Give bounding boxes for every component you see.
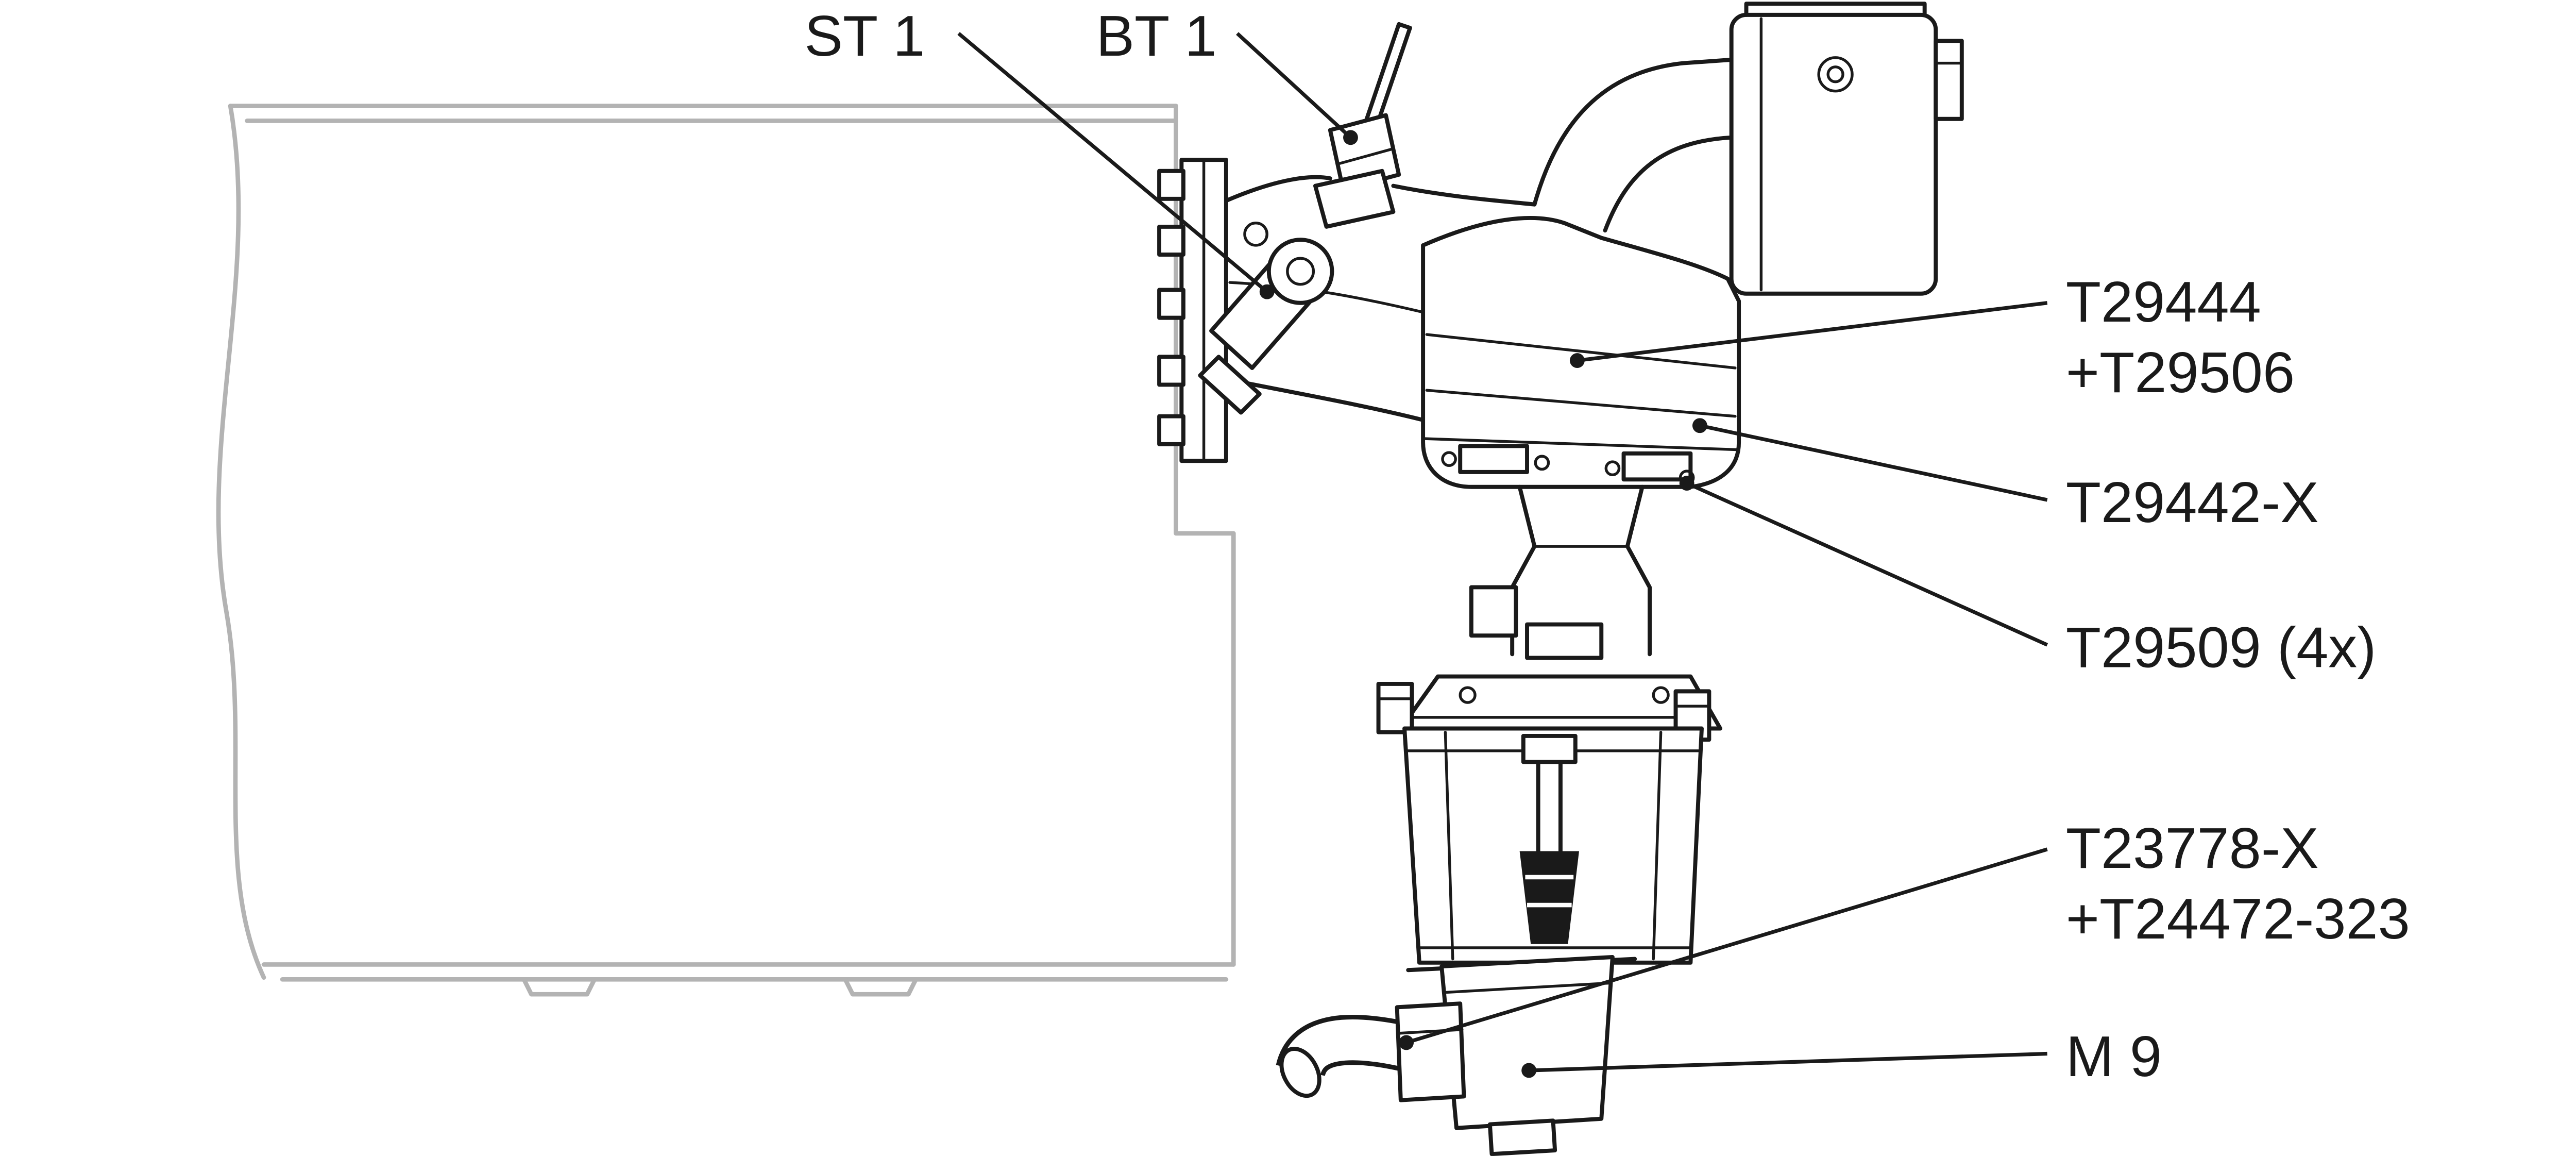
vent-hex-seam	[1338, 147, 1395, 165]
leader-dot-m9	[1521, 1063, 1537, 1078]
pump-head-seam-lower	[1425, 389, 1737, 418]
pump-head	[1421, 216, 1741, 489]
leader-t29509	[1686, 481, 2048, 647]
union-body	[1395, 1001, 1466, 1102]
leader-dot-t29444	[1569, 353, 1585, 368]
callout-bt1-label: BT 1	[1096, 4, 1217, 69]
flange-bolt-head	[1459, 686, 1477, 704]
leader-dot-t29442	[1692, 418, 1707, 433]
screw-t29509	[1604, 460, 1621, 477]
motor-top-seam	[1444, 981, 1611, 994]
sensor-lower-lug	[1198, 355, 1262, 415]
volute-body	[1402, 726, 1704, 965]
motor	[1406, 955, 1637, 1156]
outlet-opening	[1279, 1047, 1321, 1098]
leader-lines	[957, 32, 2048, 1078]
sensor-boss-outer	[1266, 238, 1334, 305]
impeller	[1519, 851, 1579, 944]
inlet-pipe-top-right	[1391, 183, 1537, 207]
flange-lug	[1157, 169, 1185, 201]
flange-bolt-head	[1652, 686, 1670, 704]
vent-base	[1313, 169, 1396, 229]
flange-lug	[1157, 224, 1185, 257]
pipe-elbow-inner	[1603, 135, 1734, 233]
pump-head-seam-upper	[1425, 333, 1737, 370]
motor-bottom-tab	[1487, 1118, 1557, 1156]
leader-dot-t29509	[1679, 476, 1694, 491]
control-box-knob-inner	[1826, 65, 1844, 83]
shaft-cap	[1521, 733, 1578, 764]
callout-pump-head-line2: +T29506	[2065, 340, 2295, 406]
callout-pump-head-line1: T29444	[2065, 269, 2261, 335]
vent-bt1	[1313, 22, 1412, 229]
pump-head-slot-right	[1621, 451, 1693, 482]
tank-break-line	[216, 104, 266, 980]
leader-t29444	[1577, 301, 2048, 363]
union-fitting	[1395, 1001, 1466, 1102]
flange-bolt-left	[1376, 681, 1414, 734]
callout-screws-label: T29509 (4x)	[2065, 615, 2377, 680]
control-box-body	[1729, 12, 1938, 296]
tank-foot-left	[521, 977, 597, 997]
inlet-pipe-top	[1224, 175, 1332, 203]
volute-rib-left	[1444, 731, 1454, 961]
neck	[1469, 484, 1652, 660]
flange-lug	[1157, 288, 1185, 320]
control-box-knob-outer	[1817, 56, 1854, 93]
callout-housing-label: T29442-X	[2065, 470, 2319, 535]
leader-bt1	[1236, 32, 1352, 139]
pump-flange-plate	[1398, 674, 1723, 731]
callout-pump-head-label: T29444 +T29506	[2066, 267, 2295, 409]
leader-st1	[957, 32, 1268, 293]
flange-lug	[1157, 414, 1185, 446]
sensor-boss-inner	[1286, 257, 1315, 286]
leader-t29442	[1699, 424, 2048, 502]
leader-dot-st1	[1259, 284, 1275, 299]
leader-dot-t23778	[1399, 1035, 1414, 1050]
callout-motor-assembly-line1: T23778-X	[2065, 815, 2319, 881]
leader-dot-bt1	[1343, 130, 1358, 145]
control-box	[1729, 2, 1964, 296]
vent-needle-tip	[1397, 22, 1412, 30]
pump-head-slot-left	[1458, 444, 1529, 474]
pipe-elbow	[1532, 57, 1737, 233]
pump-head-band	[1421, 437, 1740, 451]
flange-lug	[1157, 355, 1185, 387]
control-box-lid	[1744, 2, 1927, 17]
control-box-connector	[1934, 39, 1964, 121]
leader-t23778	[1405, 847, 2048, 1045]
inlet-pipe-bottom	[1224, 377, 1426, 422]
callout-st1-label: ST 1	[804, 4, 925, 69]
sensor-st1	[1198, 221, 1334, 415]
vent-needle	[1363, 22, 1401, 125]
mounting-flange	[1157, 158, 1228, 463]
neck-right	[1625, 484, 1652, 657]
callout-motor-label: M 9	[2065, 1024, 2162, 1090]
leader-m9	[1529, 1051, 2047, 1073]
neck-junction-box	[1525, 622, 1604, 660]
pump-volute	[1402, 726, 1704, 965]
pipe-elbow-outer	[1532, 57, 1737, 207]
screw-t29509	[1441, 451, 1457, 467]
callout-motor-assembly-line2: +T24472-323	[2065, 886, 2410, 952]
screw-t29509	[1534, 455, 1550, 471]
volute-rib-right	[1652, 731, 1663, 961]
motor-body	[1439, 955, 1615, 1130]
tank-outline	[216, 104, 1236, 997]
neck-side-box	[1469, 585, 1518, 638]
outlet-pipe	[1276, 1014, 1418, 1098]
sensor-screw	[1243, 221, 1268, 247]
tank-foot-right	[843, 977, 919, 997]
vent-needle	[1374, 26, 1412, 129]
callout-motor-assembly-label: T23778-X +T24472-323	[2066, 814, 2410, 955]
